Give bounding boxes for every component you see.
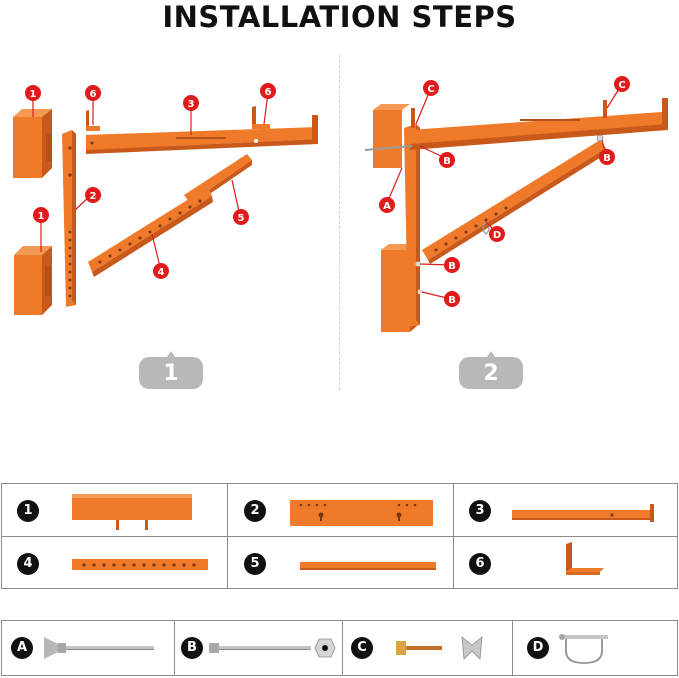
step1-callout-1a: 1 xyxy=(30,89,37,100)
wing-bolt-icon xyxy=(44,637,154,659)
part-3-badge: 3 xyxy=(469,500,491,522)
perforated-brace-part-icon xyxy=(72,559,208,570)
page-title: INSTALLATION STEPS xyxy=(162,0,517,34)
part-2-vertical-plate xyxy=(62,130,76,307)
step2-assembled-diagram: A B B B B C C D xyxy=(364,76,668,332)
l-clip-part-icon xyxy=(566,542,604,575)
part-4-badge: 4 xyxy=(17,553,39,575)
step1-callout-1b: 1 xyxy=(38,211,45,222)
step-divider xyxy=(339,55,340,390)
part-2-badge: 2 xyxy=(244,500,266,522)
parts-table: 1 2 3 4 5 6 xyxy=(1,483,678,589)
hardware-a-badge: A xyxy=(11,637,33,659)
step-1-number: 1 xyxy=(163,361,179,386)
part-6-left-clip xyxy=(86,110,100,131)
step1-callout-6b: 6 xyxy=(265,87,272,98)
part-1-badge: 1 xyxy=(17,500,39,522)
inner-brace-part-icon xyxy=(300,562,436,570)
part-6-right-clip xyxy=(252,106,270,129)
step2-callout-b1: B xyxy=(443,156,451,167)
bolt-nut-icon xyxy=(209,638,336,658)
part-3-top-arm xyxy=(86,115,318,154)
step1-exploded-diagram: 1 1 2 3 4 5 6 6 xyxy=(13,83,318,315)
lynch-pin-icon xyxy=(559,634,608,665)
step1-callout-5: 5 xyxy=(238,213,245,224)
hardware-table: A B C D xyxy=(1,620,678,676)
step1-callout-3: 3 xyxy=(188,99,195,110)
hardware-d-badge: D xyxy=(527,637,549,659)
top-arm-part-icon xyxy=(512,504,654,522)
short-bolt-wingnut-icon xyxy=(396,636,483,660)
step-2-badge: 2 xyxy=(459,351,523,389)
step2-callout-b3: B xyxy=(448,261,456,272)
step2-callout-c1: C xyxy=(427,84,434,95)
vertical-plate-part-icon xyxy=(290,500,433,526)
step-1-badge: 1 xyxy=(139,351,203,389)
part-1-lower-bracket xyxy=(14,246,52,315)
corner-bracket-part-icon xyxy=(72,494,192,530)
step1-callout-4: 4 xyxy=(158,267,165,278)
step2-callout-b2: B xyxy=(603,153,611,164)
step2-callout-b4: B xyxy=(448,295,456,306)
step2-callout-d: D xyxy=(493,230,501,241)
step1-callout-2: 2 xyxy=(90,191,97,202)
step2-callout-a: A xyxy=(383,201,391,212)
hardware-c-badge: C xyxy=(351,637,373,659)
step-2-number: 2 xyxy=(483,361,499,386)
part-5-badge: 5 xyxy=(244,553,266,575)
part-6-badge: 6 xyxy=(469,553,491,575)
step1-callout-6a: 6 xyxy=(90,89,97,100)
hardware-b-badge: B xyxy=(181,637,203,659)
step2-callout-c2: C xyxy=(618,80,625,91)
